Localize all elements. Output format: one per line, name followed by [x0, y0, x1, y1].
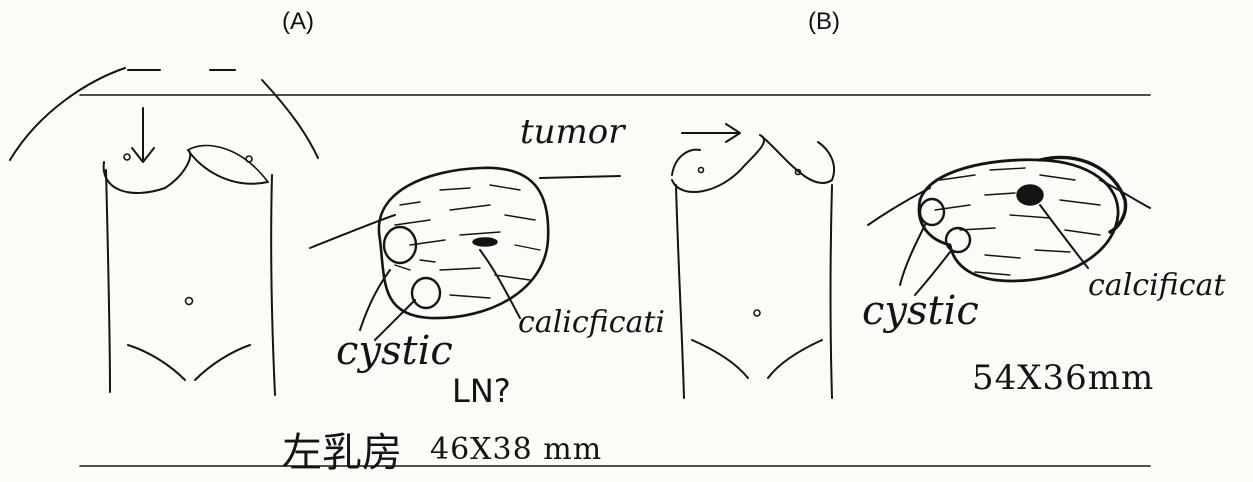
- torso-outline-b: [672, 135, 834, 398]
- arrow-pointer-a: [132, 108, 154, 162]
- tumor-annotation: tumor: [520, 112, 625, 152]
- calcification-annotation-a: calicficati: [518, 305, 665, 340]
- panel-label-a: (A): [282, 8, 314, 36]
- cystic-annotation-b: cystic: [862, 288, 979, 334]
- lymph-node-annotation: LN?: [452, 372, 511, 410]
- cystic-annotation-a: cystic: [336, 328, 453, 374]
- side-annotation: 左乳房: [282, 420, 402, 478]
- panel-label-b: (B): [808, 8, 840, 36]
- torso-outline-a: [10, 68, 318, 395]
- tumor-size-b: 54X36mm: [972, 358, 1154, 398]
- calcification-annotation-b: calcificat: [1088, 268, 1225, 303]
- arrow-pointer-b: [682, 124, 740, 142]
- tumor-size-a: 46X38 mm: [430, 432, 602, 467]
